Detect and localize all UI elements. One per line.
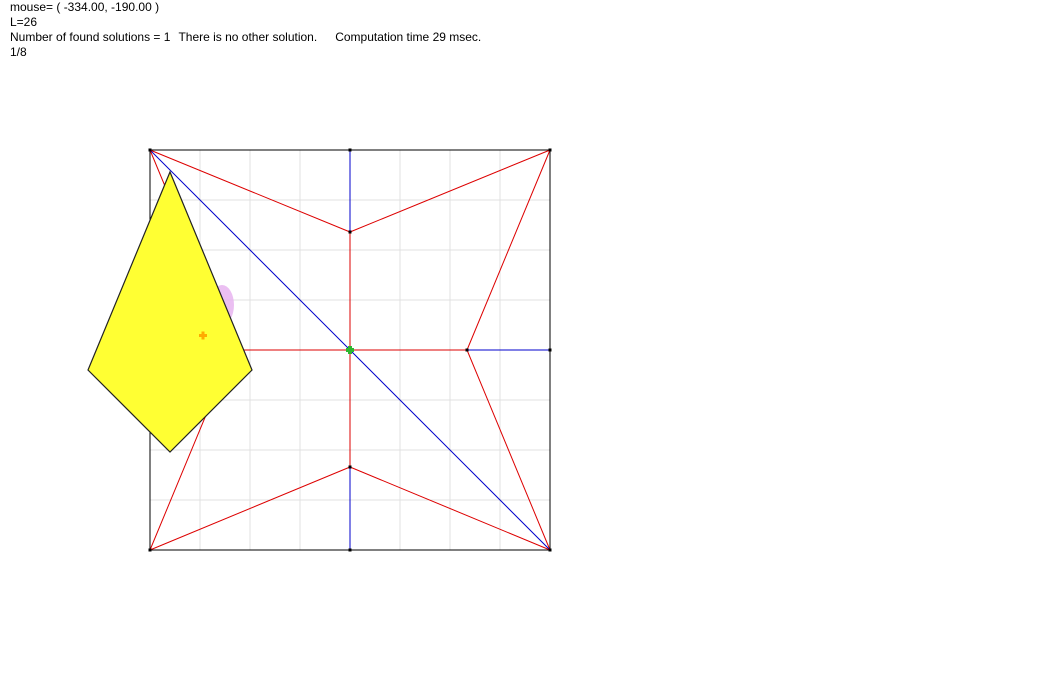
crease-vertex <box>148 548 152 552</box>
crease-vertex <box>465 348 469 352</box>
crease-vertex <box>148 148 152 152</box>
crease-vertex <box>348 230 352 234</box>
crease-vertex <box>348 148 352 152</box>
valley-crease <box>466 349 551 551</box>
computation-time: Computation time 29 msec. <box>335 30 482 44</box>
solution-count: Number of found solutions = 1 <box>10 30 171 44</box>
valley-crease <box>149 466 351 551</box>
length-readout: L=26 <box>10 15 38 29</box>
folded-shape[interactable] <box>87 170 253 453</box>
crease-vertex <box>548 348 552 352</box>
crease-vertex <box>548 548 552 552</box>
crease-vertex <box>548 148 552 152</box>
uniqueness-note: There is no other solution. <box>178 30 318 44</box>
solution-summary: Number of found solutions = 1 There is no… <box>10 30 481 45</box>
folded-center-marker <box>199 331 207 340</box>
page-indicator: 1/8 <box>10 45 27 59</box>
crease-vertex <box>348 548 352 552</box>
folded-preview[interactable] <box>87 170 253 453</box>
status-panel: mouse= ( -334.00, -190.00 ) L=26 Number … <box>10 0 481 60</box>
valley-crease <box>466 149 551 351</box>
origin-marker[interactable] <box>346 346 354 354</box>
valley-crease <box>349 149 551 233</box>
mouse-coordinates: mouse= ( -334.00, -190.00 ) <box>10 0 160 14</box>
valley-crease <box>149 149 351 233</box>
crease-vertex <box>348 465 352 469</box>
valley-crease <box>349 466 551 551</box>
